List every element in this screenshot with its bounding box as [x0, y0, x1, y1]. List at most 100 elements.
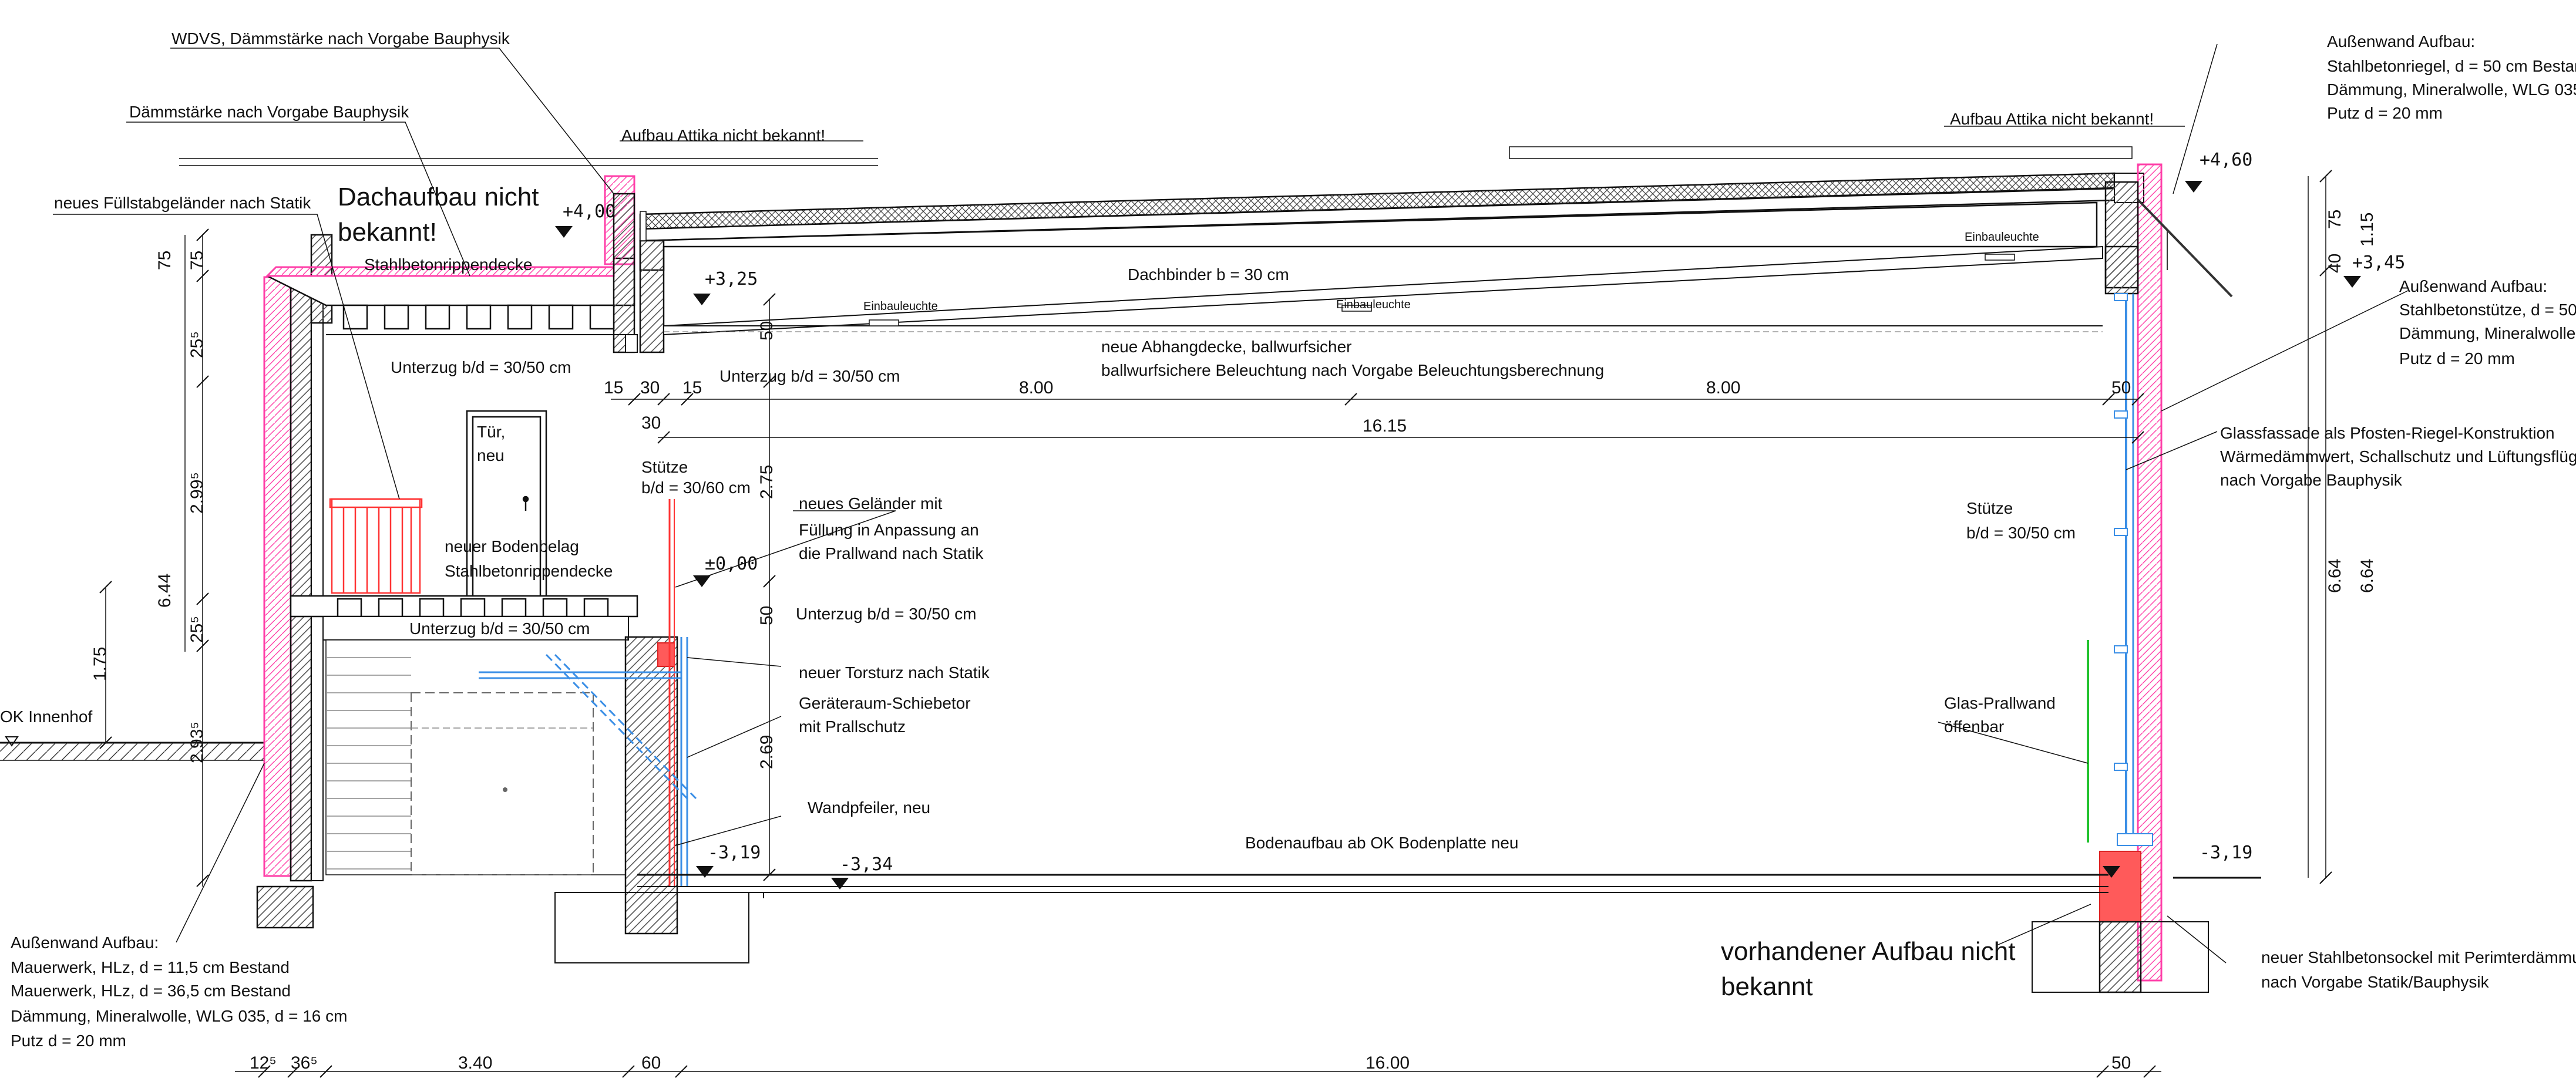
right-facade	[2104, 163, 2233, 982]
dim-left-255-top: 25⁵	[187, 331, 207, 358]
label-stuetze-right-2: b/d = 30/50 cm	[1966, 524, 2076, 542]
label-abhangdecke-2: ballwurfsichere Beleuchtung nach Vorgabe…	[1101, 361, 1604, 379]
label-aw-left-2: Mauerwerk, HLz, d = 11,5 cm Bestand	[11, 958, 290, 976]
label-attika-left: Aufbau Attika nicht bekannt!	[621, 126, 825, 144]
dim-left-75b: 75	[187, 251, 207, 270]
label-gelaender-1: neues Geländer mit	[799, 494, 943, 513]
dim-h-30: 30	[640, 378, 660, 397]
label-tuer-2: neu	[477, 446, 505, 464]
label-wandpfeiler: Wandpfeiler, neu	[808, 798, 930, 817]
leader-lines	[53, 43, 2409, 963]
label-sockel-1: neuer Stahlbetonsockel mit Perimterdämmu…	[2261, 948, 2576, 966]
mid-slab	[290, 595, 638, 641]
label-einbauleuchte-1: Einbauleuchte	[863, 300, 938, 313]
label-rippendecke-mid: Stahlbetonrippendecke	[445, 562, 613, 580]
label-aw-left-4: Dämmung, Mineralwolle, WLG 035, d = 16 c…	[11, 1007, 347, 1025]
dim-b-125: 12⁵	[250, 1053, 277, 1073]
dim-r-40: 40	[2325, 254, 2345, 273]
dim-h-15b: 15	[682, 378, 702, 397]
label-unterzug-upper-right: Unterzug b/d = 30/50 cm	[719, 367, 900, 385]
label-einbauleuchte-3: Einbauleuchte	[1965, 231, 2039, 244]
ground-innenhof	[0, 742, 267, 761]
label-attika-right: Aufbau Attika nicht bekannt!	[1950, 110, 2154, 128]
label-vorhandener-2: bekannt	[1721, 972, 1813, 1001]
level-floor-right: -3,19	[2200, 843, 2252, 863]
floor-slab	[554, 874, 2108, 963]
dim-left-644: 6.44	[155, 574, 174, 608]
label-schiebetor-1: Geräteraum-Schiebetor	[799, 694, 971, 712]
label-einbauleuchte-2: Einbauleuchte	[1336, 298, 1411, 311]
label-fuellstab: neues Füllstabgeländer nach Statik	[54, 194, 311, 212]
label-aw-top-3: Dämmung, Mineralwolle, WLG 035,	[2327, 80, 2576, 99]
dim-r-115-b: 1.15	[2358, 213, 2377, 247]
label-aw-mid-1: Außenwand Aufbau:	[2399, 277, 2547, 295]
level-zero: ±0,00	[705, 554, 758, 574]
dim-h-15a: 15	[604, 378, 623, 397]
label-dachbinder: Dachbinder b = 30 cm	[1128, 265, 1289, 284]
schiebetor	[479, 637, 697, 887]
dim-r-664b: 6.64	[2358, 559, 2377, 593]
dim-v-50-mid: 50	[757, 606, 776, 625]
dim-v-269: 2.69	[757, 735, 776, 769]
dim-left-255-bot: 25⁵	[187, 616, 207, 643]
dim-h-50: 50	[2111, 378, 2131, 397]
column-left	[624, 499, 678, 935]
dim-left-175: 1.75	[90, 647, 110, 681]
einbauleuchte-symbols	[869, 254, 2015, 326]
dimension-lines	[105, 176, 2326, 1072]
label-aw-top-2: Stahlbetonriegel, d = 50 cm Bestand	[2327, 57, 2576, 75]
label-glas-prallwand-1: Glas-Prallwand	[1944, 694, 2056, 712]
label-unterzug-upper-left: Unterzug b/d = 30/50 cm	[391, 358, 571, 376]
dim-b-365: 36⁵	[291, 1053, 318, 1073]
label-torsturz: neuer Torsturz nach Statik	[799, 663, 990, 682]
level-ceiling: +3,25	[705, 269, 758, 289]
level-floor-mid: -3,34	[840, 854, 893, 875]
dim-h-800b: 8.00	[1706, 378, 1740, 397]
dim-r-75: 75	[2325, 210, 2345, 229]
dimension-ticks	[99, 170, 2332, 1078]
dimension-texts: 75 75 25⁵ 2.99⁵ 6.44 25⁵ 1.75 2.93⁵ 50 2…	[90, 210, 2377, 1073]
label-glassfassade-2: Wärmedämmwert, Schallschutz und Lüftungs…	[2220, 447, 2576, 466]
label-stuetze-right-1: Stütze	[1966, 499, 2013, 517]
label-bodenaufbau: Bodenaufbau ab OK Bodenplatte neu	[1245, 834, 1519, 852]
label-bodenbelag: neuer Bodenbelag	[445, 537, 579, 555]
dim-v-275: 2.75	[757, 465, 776, 499]
label-glassfassade-3: nach Vorgabe Bauphysik	[2220, 471, 2403, 489]
geraeteraum	[325, 639, 626, 875]
label-aw-left-3: Mauerwerk, HLz, d = 36,5 cm Bestand	[11, 982, 291, 1000]
fuellstab-railing	[329, 498, 423, 594]
sockel	[2032, 851, 2261, 993]
label-aw-top-1: Außenwand Aufbau:	[2327, 32, 2475, 50]
level-markers	[5, 181, 2361, 889]
dim-b-1600: 16.00	[1366, 1053, 1410, 1073]
label-aw-mid-3: Dämmung, Mineralwolle,	[2399, 324, 2576, 342]
dim-h-1615: 16.15	[1363, 416, 1407, 436]
label-ok-innenhof: OK Innenhof	[0, 707, 92, 726]
dim-b-60: 60	[641, 1053, 661, 1073]
label-unterzug-lower-left: Unterzug b/d = 30/50 cm	[409, 619, 590, 638]
label-tuer-1: Tür,	[477, 423, 505, 441]
level-roof-left: +4,00	[563, 201, 616, 222]
dim-r-664a: 6.64	[2325, 559, 2345, 593]
level-floor-left: -3,19	[708, 843, 761, 863]
label-glassfassade-1: Glassfassade als Pfosten-Riegel-Konstruk…	[2220, 424, 2555, 442]
label-abhangdecke-1: neue Abhangdecke, ballwurfsicher	[1101, 338, 1352, 356]
label-gelaender-2: Füllung in Anpassung an	[799, 521, 979, 539]
label-aw-mid-4: Putz d = 20 mm	[2399, 349, 2515, 368]
upper-slab	[265, 175, 638, 353]
level-roof-right: +4,60	[2200, 150, 2252, 170]
rib-upper	[342, 304, 615, 330]
label-rippendecke-top: Stahlbetonrippendecke	[364, 255, 532, 274]
dim-b-340: 3.40	[458, 1053, 492, 1073]
label-sockel-2: nach Vorgabe Statik/Bauphysik	[2261, 973, 2490, 991]
label-glas-prallwand-2: öffenbar	[1944, 717, 2004, 736]
dim-h-800a: 8.00	[1019, 378, 1053, 397]
label-vorhandener-1: vorhandener Aufbau nicht	[1721, 937, 2016, 966]
level-texts: +4,00 +4,60 +3,25 +3,45 ±0,00 -3,19 -3,3…	[563, 150, 2405, 875]
label-daemmstaerke: Dämmstärke nach Vorgabe Bauphysik	[129, 103, 409, 121]
label-schiebetor-2: mit Prallschutz	[799, 717, 906, 736]
label-stuetze-left-2: b/d = 30/60 cm	[641, 479, 751, 497]
level-right-mid: +3,45	[2352, 252, 2405, 273]
